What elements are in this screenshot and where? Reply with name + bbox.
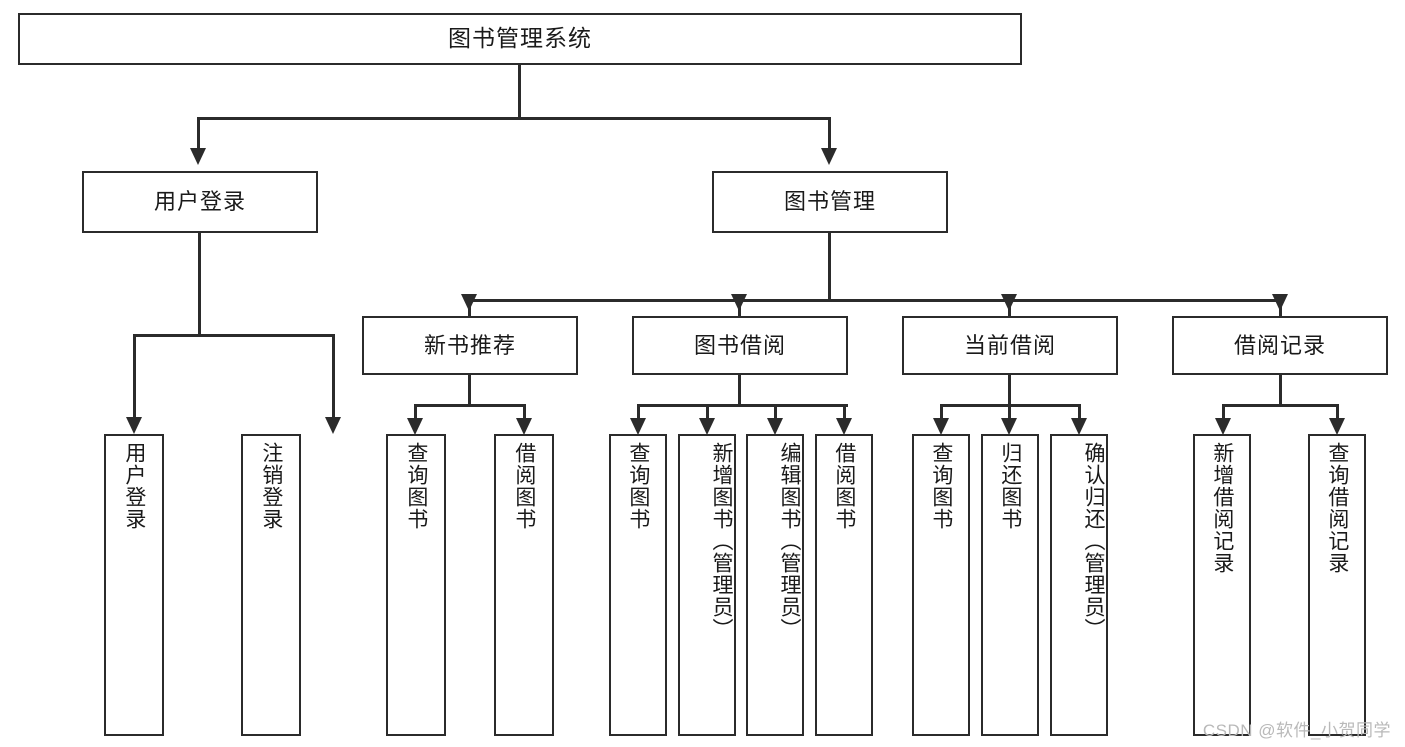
connector-borrow-record-bus <box>1222 404 1339 407</box>
arrowhead-to-leaf-return-book <box>1001 418 1017 435</box>
node-leaf-query-book-3[interactable]: 查询图书 <box>912 434 970 736</box>
node-user-login[interactable]: 用户登录 <box>82 171 318 233</box>
connector-to-leaf-add-record <box>1222 404 1225 422</box>
node-leaf-add-book[interactable]: 新增图书（管理员） <box>678 434 736 736</box>
node-root-label: 图书管理系统 <box>448 25 592 52</box>
connector-to-leaf-borrow-book-2 <box>843 404 846 422</box>
node-leaf-edit-book-label: 编辑图书（管理员） <box>778 442 801 640</box>
node-book-borrow[interactable]: 图书借阅 <box>632 316 848 375</box>
connector-user-login-stem <box>198 233 201 336</box>
arrowhead-to-leaf-query-book-1 <box>407 418 423 435</box>
node-leaf-confirm-return-label: 确认归还（管理员） <box>1082 442 1105 640</box>
arrowhead-to-leaf-query-book-3 <box>933 418 949 435</box>
node-leaf-query-book-2[interactable]: 查询图书 <box>609 434 667 736</box>
node-leaf-user-logout-label: 注销登录 <box>259 442 283 530</box>
connector-to-leaf-query-book-3 <box>940 404 943 422</box>
arrowhead-to-leaf-edit-book <box>767 418 783 435</box>
connector-to-leaf-confirm-return <box>1078 404 1081 422</box>
node-new-book-recommend-label: 新书推荐 <box>423 332 516 358</box>
node-leaf-borrow-book-1-label: 借阅图书 <box>512 442 536 530</box>
node-leaf-query-book-2-label: 查询图书 <box>626 442 650 530</box>
node-new-book-recommend[interactable]: 新书推荐 <box>362 316 578 375</box>
node-current-borrow[interactable]: 当前借阅 <box>902 316 1118 375</box>
connector-book-borrow-stem <box>738 375 741 407</box>
connector-to-leaf-user-logout <box>332 334 335 419</box>
connector-book-manage-stem <box>828 233 831 301</box>
node-borrow-record[interactable]: 借阅记录 <box>1172 316 1388 375</box>
arrowhead-to-user-login <box>190 148 206 165</box>
node-book-manage[interactable]: 图书管理 <box>712 171 948 233</box>
node-user-login-label: 用户登录 <box>153 189 246 215</box>
node-book-manage-label: 图书管理 <box>783 189 876 215</box>
connector-to-user-login <box>197 117 200 150</box>
arrowhead-to-new-book-recommend <box>461 294 477 311</box>
connector-new-book-recommend-bus <box>414 404 526 407</box>
node-leaf-query-record-label: 查询借阅记录 <box>1325 442 1349 574</box>
arrowhead-to-book-borrow <box>731 294 747 311</box>
connector-to-leaf-query-book-2 <box>637 404 640 422</box>
node-leaf-query-book-1-label: 查询图书 <box>404 442 428 530</box>
node-current-borrow-label: 当前借阅 <box>963 332 1056 358</box>
node-leaf-query-book-3-label: 查询图书 <box>929 442 953 530</box>
connector-to-book-manage <box>828 117 831 150</box>
connector-to-leaf-edit-book <box>774 404 777 422</box>
connector-to-leaf-borrow-book-1 <box>523 404 526 422</box>
connector-user-login-bus <box>133 334 335 337</box>
node-leaf-borrow-book-1[interactable]: 借阅图书 <box>494 434 554 736</box>
arrowhead-to-leaf-query-record <box>1329 418 1345 435</box>
node-leaf-query-record[interactable]: 查询借阅记录 <box>1308 434 1366 736</box>
connector-book-borrow-bus <box>637 404 848 407</box>
connector-borrow-record-stem <box>1279 375 1282 407</box>
node-leaf-add-record[interactable]: 新增借阅记录 <box>1193 434 1251 736</box>
arrowhead-to-leaf-query-book-2 <box>630 418 646 435</box>
connector-to-leaf-user-login <box>133 334 136 419</box>
arrowhead-to-leaf-borrow-book-2 <box>836 418 852 435</box>
watermark-text: CSDN @软件_小贺同学 <box>1202 721 1391 740</box>
connector-to-leaf-query-book-1 <box>414 404 417 422</box>
connector-root-stem <box>518 65 521 119</box>
node-book-borrow-label: 图书借阅 <box>693 332 786 358</box>
arrowhead-to-book-manage <box>821 148 837 165</box>
arrowhead-to-leaf-borrow-book-1 <box>516 418 532 435</box>
node-leaf-borrow-book-2-label: 借阅图书 <box>832 442 856 530</box>
connector-current-borrow-stem <box>1008 375 1011 407</box>
arrowhead-to-borrow-record <box>1272 294 1288 311</box>
node-leaf-return-book[interactable]: 归还图书 <box>981 434 1039 736</box>
node-leaf-add-record-label: 新增借阅记录 <box>1210 442 1234 574</box>
node-leaf-confirm-return[interactable]: 确认归还（管理员） <box>1050 434 1108 736</box>
node-leaf-borrow-book-2[interactable]: 借阅图书 <box>815 434 873 736</box>
arrowhead-to-leaf-add-book <box>699 418 715 435</box>
node-leaf-user-logout[interactable]: 注销登录 <box>241 434 301 736</box>
node-borrow-record-label: 借阅记录 <box>1233 332 1326 358</box>
node-leaf-query-book-1[interactable]: 查询图书 <box>386 434 446 736</box>
arrowhead-to-leaf-user-login <box>126 417 142 434</box>
arrowhead-to-current-borrow <box>1001 294 1017 311</box>
connector-level3-bus <box>468 299 1282 302</box>
node-leaf-return-book-label: 归还图书 <box>998 442 1022 530</box>
connector-to-leaf-query-record <box>1336 404 1339 422</box>
arrowhead-to-leaf-user-logout <box>325 417 341 434</box>
connector-new-book-recommend-stem <box>468 375 471 407</box>
connector-to-leaf-add-book <box>706 404 709 422</box>
connector-level2-bus <box>197 117 831 120</box>
node-leaf-user-login-label: 用户登录 <box>122 442 146 530</box>
node-leaf-add-book-label: 新增图书（管理员） <box>710 442 733 640</box>
arrowhead-to-leaf-confirm-return <box>1071 418 1087 435</box>
node-root[interactable]: 图书管理系统 <box>18 13 1022 65</box>
node-leaf-edit-book[interactable]: 编辑图书（管理员） <box>746 434 804 736</box>
arrowhead-to-leaf-add-record <box>1215 418 1231 435</box>
connector-to-leaf-return-book <box>1008 404 1011 422</box>
node-leaf-user-login[interactable]: 用户登录 <box>104 434 164 736</box>
